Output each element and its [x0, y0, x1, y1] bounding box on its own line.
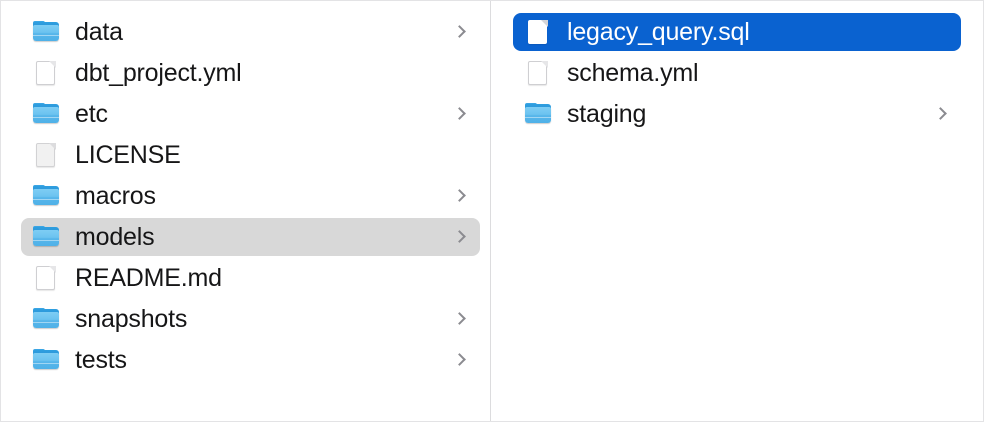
folder-row[interactable]: models	[21, 218, 480, 256]
chevron-right-icon	[454, 269, 466, 287]
item-label: LICENSE	[75, 141, 181, 169]
folder-icon	[523, 99, 553, 129]
item-label: dbt_project.yml	[75, 59, 242, 87]
folder-row[interactable]: staging	[513, 95, 961, 133]
chevron-right-icon	[454, 351, 466, 369]
folder-icon	[31, 99, 61, 129]
chevron-right-icon	[454, 310, 466, 328]
item-label: README.md	[75, 264, 222, 292]
document-icon	[523, 17, 553, 47]
document-icon	[31, 140, 61, 170]
document-icon	[31, 58, 61, 88]
folder-icon	[31, 222, 61, 252]
item-label: snapshots	[75, 305, 188, 333]
item-label: tests	[75, 346, 127, 374]
item-label: legacy_query.sql	[567, 18, 750, 46]
folder-icon	[31, 304, 61, 334]
chevron-right-icon	[454, 105, 466, 123]
item-label: macros	[75, 182, 156, 210]
file-row[interactable]: README.md	[21, 259, 480, 297]
folder-row[interactable]: snapshots	[21, 300, 480, 338]
chevron-right-icon	[454, 23, 466, 41]
item-label: data	[75, 18, 123, 46]
file-row[interactable]: dbt_project.yml	[21, 54, 480, 92]
chevron-right-icon	[454, 228, 466, 246]
chevron-right-icon	[935, 105, 947, 123]
folder-icon	[31, 181, 61, 211]
file-row[interactable]: legacy_query.sql	[513, 13, 961, 51]
document-icon	[523, 58, 553, 88]
item-label: models	[75, 223, 155, 251]
folder-row[interactable]: tests	[21, 341, 480, 379]
file-row[interactable]: schema.yml	[513, 54, 961, 92]
folder-row[interactable]: etc	[21, 95, 480, 133]
folder-icon	[31, 345, 61, 375]
item-label: schema.yml	[567, 59, 699, 87]
chevron-right-icon	[935, 64, 947, 82]
item-label: etc	[75, 100, 108, 128]
chevron-right-icon	[454, 146, 466, 164]
file-row[interactable]: LICENSE	[21, 136, 480, 174]
chevron-right-icon	[935, 23, 947, 41]
document-icon	[31, 263, 61, 293]
chevron-right-icon	[454, 187, 466, 205]
folder-row[interactable]: macros	[21, 177, 480, 215]
folder-icon	[31, 17, 61, 47]
chevron-right-icon	[454, 64, 466, 82]
child-column[interactable]: legacy_query.sql schema.yml staging	[491, 1, 983, 421]
item-label: staging	[567, 100, 647, 128]
folder-row[interactable]: data	[21, 13, 480, 51]
